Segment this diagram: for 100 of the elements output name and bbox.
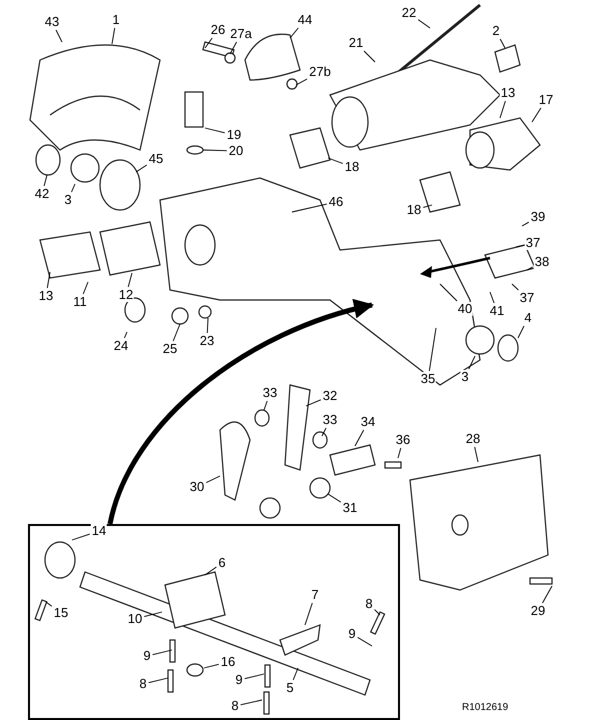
callout-number: 36 xyxy=(394,433,412,447)
leader-line xyxy=(468,356,476,370)
callout-number: 14 xyxy=(90,524,108,538)
callout-number: 13 xyxy=(38,289,54,303)
callout-number: 26 xyxy=(210,23,226,37)
callout-number: 2 xyxy=(491,24,501,38)
arrow xyxy=(108,300,374,525)
leader-line xyxy=(204,664,220,668)
callout-number: 23 xyxy=(198,334,216,348)
callout-number: 9 xyxy=(234,673,244,687)
leader-line xyxy=(204,128,226,134)
callout-number: 29 xyxy=(530,604,546,618)
leader-line xyxy=(46,272,50,288)
drawing-number: R1012619 xyxy=(462,702,508,713)
leader-line xyxy=(532,108,542,122)
leader-line xyxy=(124,332,128,338)
callout-number: 17 xyxy=(538,93,554,107)
leader-line xyxy=(306,399,322,406)
callout-number: 45 xyxy=(148,152,164,166)
leader-line xyxy=(542,586,552,604)
leader-line xyxy=(202,150,228,152)
leader-line xyxy=(374,609,380,616)
leader-line xyxy=(56,30,62,42)
leader-line xyxy=(296,78,308,86)
leader-line xyxy=(422,204,432,208)
leader-line xyxy=(526,266,534,270)
leader-line xyxy=(290,28,299,38)
inset-frame xyxy=(28,524,400,720)
callout-number: 37 xyxy=(524,236,542,250)
leader-line xyxy=(490,292,495,304)
callout-number: 22 xyxy=(400,6,418,20)
callout-number: 18 xyxy=(344,160,360,174)
callout-number: 12 xyxy=(118,288,134,302)
callout-number: 9 xyxy=(142,649,152,663)
callout-number: 27a xyxy=(229,27,253,41)
leader-line xyxy=(518,326,524,338)
leader-line xyxy=(148,678,168,684)
leader-line xyxy=(46,602,52,607)
leader-line xyxy=(206,476,220,484)
callout-number: 5 xyxy=(285,681,295,695)
leader-line xyxy=(71,184,76,192)
leader-line xyxy=(322,428,326,436)
leader-line xyxy=(398,448,402,458)
leader-line xyxy=(82,282,88,294)
callout-number: 8 xyxy=(138,677,148,691)
callout-number: 38 xyxy=(534,255,550,269)
callout-number: 24 xyxy=(112,339,130,353)
leader-line xyxy=(474,446,478,462)
leader-line xyxy=(364,50,376,62)
callout-number: 20 xyxy=(228,144,244,158)
leader-line xyxy=(522,222,530,226)
callout-number: 15 xyxy=(52,606,70,620)
callout-number: 40 xyxy=(456,302,474,316)
leader-line xyxy=(72,534,90,540)
leader-line xyxy=(204,566,217,576)
callout-number: 43 xyxy=(44,15,60,29)
leader-line xyxy=(354,430,364,446)
leader-line xyxy=(264,400,268,410)
callout-number: 32 xyxy=(322,389,338,403)
callout-number: 3 xyxy=(63,193,73,207)
callout-number: 46 xyxy=(328,195,344,209)
callout-number: 27b xyxy=(308,65,332,79)
callout-number: 34 xyxy=(360,415,376,429)
callout-number: 21 xyxy=(348,36,364,50)
leader-line xyxy=(516,244,524,248)
callout-number: 4 xyxy=(523,311,533,325)
callout-number: 35 xyxy=(420,372,436,386)
leader-line xyxy=(204,38,213,48)
callout-number: 11 xyxy=(72,295,88,309)
callout-number: 41 xyxy=(488,304,506,318)
callout-number: 8 xyxy=(364,597,374,611)
leader-line xyxy=(328,494,342,503)
callout-number: 31 xyxy=(342,501,358,515)
callout-number: 19 xyxy=(226,128,242,142)
callout-number: 16 xyxy=(220,655,236,669)
leader-line xyxy=(328,158,344,164)
leader-line xyxy=(292,204,328,212)
callout-number: 33 xyxy=(322,413,338,427)
leader-line xyxy=(244,674,264,680)
leader-line xyxy=(304,602,313,626)
leader-line xyxy=(428,328,436,372)
callout-number: 3 xyxy=(460,370,470,384)
callout-number: 28 xyxy=(464,432,482,446)
callout-number: 30 xyxy=(188,480,206,494)
callout-number: 9 xyxy=(347,627,357,641)
callout-number: 25 xyxy=(162,342,178,356)
callout-number: 18 xyxy=(406,203,422,217)
callout-number: 44 xyxy=(296,13,314,27)
leader-line xyxy=(418,19,430,28)
leader-line xyxy=(292,668,298,680)
callout-number: 42 xyxy=(34,187,50,201)
callout-number: 37 xyxy=(518,291,536,305)
callout-number: 10 xyxy=(126,612,144,626)
callout-number: 6 xyxy=(217,556,227,570)
callout-number: 33 xyxy=(262,386,278,400)
leader-line xyxy=(206,318,208,334)
leader-line xyxy=(230,42,238,54)
callout-number: 8 xyxy=(230,699,240,713)
leader-line xyxy=(44,174,48,186)
leader-line xyxy=(512,284,519,290)
